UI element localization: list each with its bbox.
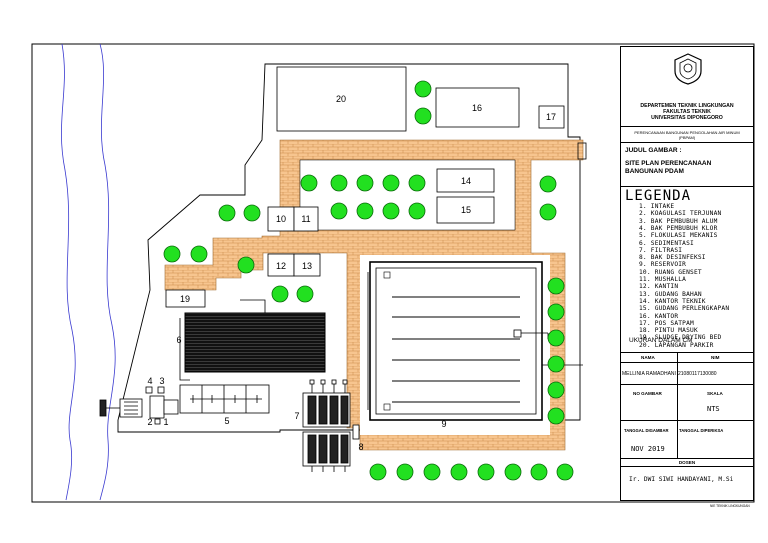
drawing-title-block: JUDUL GAMBAR : SITE PLAN PERENCANAAN BAN… (621, 143, 753, 187)
legend-item: 14. KANTOR TEKNIK (639, 297, 706, 305)
label-3: 3 (159, 376, 164, 386)
label-13: 13 (302, 261, 312, 271)
institution-block: DEPARTEMEN TEKNIK LINGKUNGAN FAKULTAS TE… (621, 47, 753, 127)
department-name: DEPARTEMEN TEKNIK LINGKUNGAN (640, 103, 734, 109)
disinfection-8 (352, 424, 360, 440)
label-20: 20 (336, 94, 346, 104)
legend-item: 1. INTAKE (639, 203, 675, 210)
label-16: 16 (472, 103, 482, 113)
genset-room-10 (267, 206, 295, 232)
university-name: UNIVERSITAS DIPONEGORO (651, 115, 723, 121)
label-10: 10 (276, 214, 286, 224)
lecturer-name: Ir. DWI SIWI HANDAYANI, M.Si (629, 476, 734, 483)
date-row: TANGGAL DIGAMBAR TANGGAL DIPERIKSA NOV 2… (621, 421, 753, 459)
plaza-inner (360, 255, 550, 435)
legend-item: 16. KANTOR (639, 312, 679, 320)
label-12: 12 (276, 261, 286, 271)
label-1: 1 (163, 417, 168, 427)
sedimentation-pipe (179, 299, 266, 381)
label-6: 6 (176, 335, 181, 345)
material-storage-13 (293, 253, 321, 277)
label-2: 2 (147, 417, 152, 427)
date-checked-label: TANGGAL DIPERIKSA (679, 428, 724, 433)
river (61, 43, 116, 501)
scale-value: NTS (707, 405, 720, 413)
tech-office-14 (436, 168, 495, 193)
legend-item: 9. RESERVOIR (639, 261, 687, 269)
mushalla-11 (293, 206, 319, 232)
drawing-no-row: NO GAMBAR SKALA NTS (621, 385, 753, 421)
student-name: MELLINIA RAMADHANI (622, 371, 676, 377)
faculty-name: FAKULTAS TEKNIK (663, 109, 711, 115)
sheet-border (31, 43, 755, 503)
equipment-storage-15 (436, 196, 495, 224)
course-line2: (PBPAM) (678, 135, 696, 140)
scale-label: SKALA (707, 391, 723, 396)
name-header-row: NAMA NIM (621, 353, 753, 363)
filtration-7 (302, 379, 351, 472)
gate-marker (577, 142, 587, 160)
nim-label: NIM (711, 355, 720, 360)
legend-item: 5. FLOKULASI MEKANIS (639, 232, 718, 240)
date-drawn-value: NOV 2019 (631, 445, 665, 453)
legend-item: 20. LAPANGAN PARKIR (639, 341, 714, 349)
scale-note: UKURAN DALAM CM (629, 337, 693, 344)
parking-lot-20 (276, 66, 407, 132)
legend-item: 7. FILTRASI (639, 246, 683, 254)
security-post-17 (538, 105, 565, 129)
label-7: 7 (294, 411, 299, 421)
drawing-no-label: NO GAMBAR (633, 391, 662, 396)
name-value-row: MELLINIA RAMADHANI 21080117130080 (621, 363, 753, 385)
nama-label: NAMA (641, 355, 655, 360)
trees (163, 80, 574, 481)
legend-item: 12. KANTIN (639, 283, 679, 291)
legend-item: 18. PINTU MASUK (639, 327, 698, 335)
lecturer-label: DOSEN (678, 460, 696, 465)
label-8: 8 (358, 442, 363, 452)
legend-item: 13. GUDANG BAHAN (639, 290, 702, 298)
legend-item: 15. GUDANG PERLENGKAPAN (639, 305, 730, 313)
legend-item: 10. RUANG GENSET (639, 268, 702, 276)
sludge-drying-bed-19 (165, 289, 206, 308)
label-15: 15 (461, 205, 471, 215)
legend-block: LEGENDA 1. INTAKE 2. KOAGULASI TERJUNAN … (621, 187, 753, 353)
office-16 (435, 87, 520, 128)
legend-item: 17. POS SATPAM (639, 319, 694, 327)
legend-item: 4. BAK PEMBUBUH KLOR (639, 224, 718, 232)
legend-item: 3. BAK PEMBUBUH ALUM (639, 217, 718, 225)
date-drawn-label: TANGGAL DIGAMBAR (624, 428, 669, 433)
course-line1: PERENCANAAN BANGUNAN PENGOLAHAN AIR MINU… (634, 130, 740, 135)
label-19: 19 (180, 294, 190, 304)
title-block: DEPARTEMEN TEKNIK LINGKUNGAN FAKULTAS TE… (620, 46, 754, 501)
legend-item: 2. KOAGULASI TERJUNAN (639, 210, 722, 218)
lecturer-label-row: DOSEN (621, 459, 753, 467)
lecturer-row: Ir. DWI SIWI HANDAYANI, M.Si (621, 467, 753, 501)
label-14: 14 (461, 176, 471, 186)
intake-1 (99, 386, 179, 425)
legend-item: 6. SEDIMENTASI (639, 239, 694, 247)
flocculation-5 (179, 384, 270, 414)
sedimentation-6 (184, 312, 326, 373)
university-seal-icon (674, 53, 702, 85)
label-17: 17 (546, 112, 556, 122)
label-5: 5 (224, 416, 229, 426)
legend-item: 19. SLUDGE DRYING BED (639, 334, 722, 342)
site-boundary (117, 63, 581, 446)
legend-heading: LEGENDA (625, 188, 692, 204)
footer-note: NIE TEKNIK LINGKUNGAN (710, 504, 750, 508)
label-11: 11 (301, 214, 310, 224)
label-9: 9 (441, 419, 446, 429)
legend-item: 11. MUSHALLA (639, 276, 687, 283)
label-4: 4 (147, 376, 152, 386)
drawing-title: SITE PLAN PERENCANAAN BANGUNAN PDAM (625, 160, 712, 175)
course-block: PERENCANAAN BANGUNAN PENGOLAHAN AIR MINU… (621, 127, 753, 143)
drawing-title-label: JUDUL GAMBAR : (625, 147, 682, 154)
legend-item: 8. BAK DESINFEKSI (639, 254, 706, 262)
student-nim: 21080117130080 (678, 371, 717, 377)
reservoir-9 (367, 261, 583, 421)
